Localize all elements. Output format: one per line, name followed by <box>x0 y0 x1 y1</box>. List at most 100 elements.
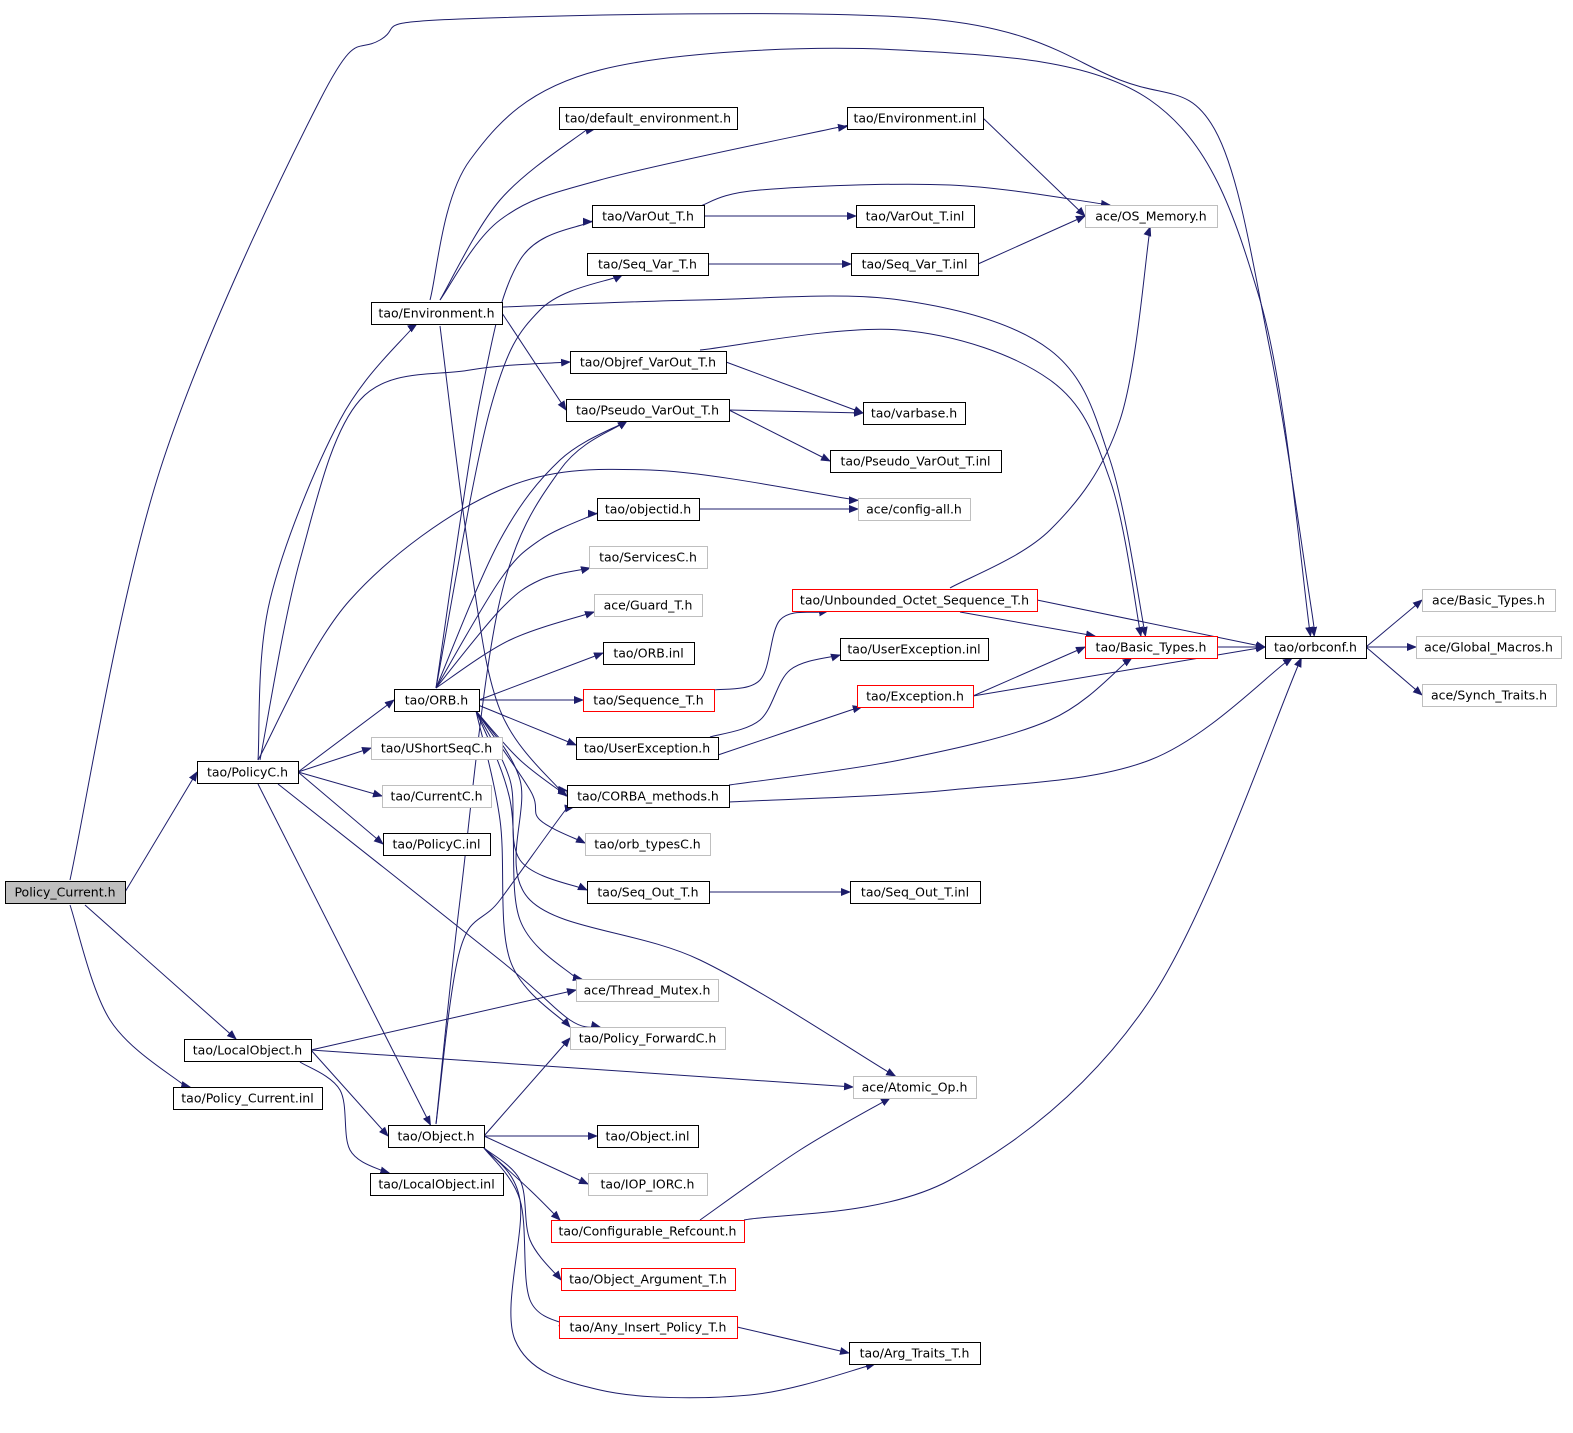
node-box <box>184 1039 312 1062</box>
node-userexception_h[interactable]: tao/UserException.h <box>576 737 719 760</box>
edge-corba_methods_h-to-basic_types_tao_h <box>728 653 1137 786</box>
node-orbconf_h[interactable]: tao/orbconf.h <box>1265 636 1367 659</box>
node-label: tao/Exception.h <box>866 689 964 704</box>
edge-orb_h-to-orb_inl <box>478 652 604 701</box>
node-sequence_t_h[interactable]: tao/Sequence_T.h <box>583 689 715 712</box>
node-config_all_h[interactable]: ace/config-all.h <box>858 498 971 521</box>
node-pseudo_varout_t_h[interactable]: tao/Pseudo_VarOut_T.h <box>566 399 730 422</box>
node-policy_current_inl[interactable]: tao/Policy_Current.inl <box>173 1087 323 1110</box>
node-corba_methods_h[interactable]: tao/CORBA_methods.h <box>567 785 730 808</box>
edge-userexception_h-to-userexception_inl <box>709 653 841 738</box>
node-box <box>592 205 705 228</box>
node-userexception_inl[interactable]: tao/UserException.inl <box>840 638 989 661</box>
node-box <box>173 1087 323 1110</box>
node-orb_typesc_h[interactable]: tao/orb_typesC.h <box>585 833 711 856</box>
node-unbounded_octet_sequence_t_h[interactable]: tao/Unbounded_Octet_Sequence_T.h <box>792 589 1038 612</box>
node-box <box>551 1220 745 1243</box>
node-seq_out_t_inl[interactable]: tao/Seq_Out_T.inl <box>850 881 981 904</box>
edge-orb_h-to-objectid_h <box>435 509 601 689</box>
node-orb_inl[interactable]: tao/ORB.inl <box>603 642 695 665</box>
node-policy_forwardc_h[interactable]: tao/Policy_ForwardC.h <box>570 1027 726 1050</box>
node-any_insert_policy_t_h[interactable]: tao/Any_Insert_Policy_T.h <box>559 1316 738 1339</box>
edge-orbconf_h-to-synch_traits_h <box>1365 646 1423 696</box>
node-box <box>588 1173 708 1196</box>
node-iop_iorc_h[interactable]: tao/IOP_IORC.h <box>588 1173 708 1196</box>
node-box <box>1422 589 1556 612</box>
edge-policyc_h-to-policyc_inl <box>297 771 384 845</box>
node-localobject_h[interactable]: tao/LocalObject.h <box>184 1039 312 1062</box>
edge-policy_current_h-to-policy_current_inl <box>69 904 193 1092</box>
node-box <box>1085 636 1218 659</box>
node-basic_types_ace_h[interactable]: ace/Basic_Types.h <box>1422 589 1556 612</box>
node-varout_t_inl[interactable]: tao/VarOut_T.inl <box>856 205 975 228</box>
node-box <box>792 589 1038 612</box>
nodes-layer: Policy_Current.h tao/PolicyC.h tao/LocalOb… <box>5 107 1562 1365</box>
node-box <box>853 1076 977 1099</box>
node-configurable_refcount_h[interactable]: tao/Configurable_Refcount.h <box>551 1220 745 1243</box>
node-label: tao/ServicesC.h <box>599 550 697 565</box>
node-varout_t_h[interactable]: tao/VarOut_T.h <box>592 205 705 228</box>
node-thread_mutex_h[interactable]: ace/Thread_Mutex.h <box>576 979 719 1002</box>
node-varbase_h[interactable]: tao/varbase.h <box>863 402 966 425</box>
node-ushortseqc_h[interactable]: tao/UShortSeqC.h <box>371 737 503 760</box>
node-objref_varout_t_h[interactable]: tao/Objref_VarOut_T.h <box>570 351 727 374</box>
node-box <box>576 979 719 1002</box>
edge-policy_current_h-to-policyc_h <box>124 771 198 893</box>
node-box <box>863 402 966 425</box>
edge-environment_h-to-basic_types_tao_h <box>501 295 1148 637</box>
edge-orb_h-to-varout_t_h <box>435 217 597 689</box>
node-label: tao/Objref_VarOut_T.h <box>580 355 716 370</box>
node-label: ace/Global_Macros.h <box>1424 640 1553 655</box>
node-environment_inl[interactable]: tao/Environment.inl <box>847 107 984 130</box>
node-box <box>851 253 979 276</box>
node-seq_var_t_h[interactable]: tao/Seq_Var_T.h <box>587 253 709 276</box>
edge-exception_h-to-basic_types_tao_h <box>972 646 1086 697</box>
node-seq_out_t_h[interactable]: tao/Seq_Out_T.h <box>587 881 710 904</box>
edge-sequence_t_h-to-unbounded_octet_sequence_t_h <box>713 608 829 691</box>
edge-localobject_h-to-localobject_inl <box>299 1061 391 1175</box>
edge-object_h-to-object_argument_t_h <box>483 1147 562 1281</box>
edge-environment_inl-to-os_memory_h <box>982 117 1086 217</box>
node-currentc_h[interactable]: tao/CurrentC.h <box>382 785 492 808</box>
edge-policyc_h-to-objref_varout_t_h <box>259 358 571 761</box>
node-label: Policy_Current.h <box>14 885 115 900</box>
node-box <box>583 689 715 712</box>
node-box <box>559 1316 738 1339</box>
node-object_h[interactable]: tao/Object.h <box>388 1125 485 1148</box>
edges-layer <box>69 13 1423 1399</box>
edge-configurable_refcount_h-to-orbconf_h <box>743 657 1302 1221</box>
node-label: ace/Thread_Mutex.h <box>584 983 711 998</box>
node-pseudo_varout_t_inl[interactable]: tao/Pseudo_VarOut_T.inl <box>830 450 1002 473</box>
node-global_macros_h[interactable]: ace/Global_Macros.h <box>1416 636 1562 659</box>
node-synch_traits_h[interactable]: ace/Synch_Traits.h <box>1422 684 1557 707</box>
edge-policy_current_h-to-localobject_h <box>84 904 237 1040</box>
node-box <box>5 881 126 904</box>
node-box <box>567 785 730 808</box>
node-object_inl[interactable]: tao/Object.inl <box>597 1125 699 1148</box>
node-policyc_inl[interactable]: tao/PolicyC.inl <box>383 833 491 856</box>
node-objectid_h[interactable]: tao/objectid.h <box>597 498 700 521</box>
node-box <box>570 1027 726 1050</box>
node-servicesc_h[interactable]: tao/ServicesC.h <box>589 546 708 569</box>
node-guard_t_h[interactable]: ace/Guard_T.h <box>594 594 703 617</box>
node-localobject_inl[interactable]: tao/LocalObject.inl <box>370 1173 504 1196</box>
node-policyc_h[interactable]: tao/PolicyC.h <box>197 761 299 784</box>
node-arg_traits_t_h[interactable]: tao/Arg_Traits_T.h <box>849 1342 981 1365</box>
node-object_argument_t_h[interactable]: tao/Object_Argument_T.h <box>561 1268 736 1291</box>
edge-object_h-to-iop_iorc_h <box>483 1135 589 1185</box>
node-seq_var_t_inl[interactable]: tao/Seq_Var_T.inl <box>851 253 979 276</box>
node-basic_types_tao_h[interactable]: tao/Basic_Types.h <box>1085 636 1218 659</box>
node-label: tao/orb_typesC.h <box>594 837 700 852</box>
node-box <box>1416 636 1562 659</box>
node-policy_current_h[interactable]: Policy_Current.h <box>5 881 126 904</box>
node-default_environment_h[interactable]: tao/default_environment.h <box>559 107 738 130</box>
node-exception_h[interactable]: tao/Exception.h <box>857 685 974 708</box>
node-label: tao/default_environment.h <box>565 111 731 126</box>
edge-objref_varout_t_h-to-basic_types_tao_h <box>699 328 1144 637</box>
node-label: tao/Object.h <box>397 1129 474 1144</box>
node-environment_h[interactable]: tao/Environment.h <box>371 302 503 325</box>
node-atomic_op_h[interactable]: ace/Atomic_Op.h <box>853 1076 977 1099</box>
node-label: tao/Environment.inl <box>853 111 976 126</box>
node-os_memory_h[interactable]: ace/OS_Memory.h <box>1085 205 1218 228</box>
node-orb_h[interactable]: tao/ORB.h <box>394 689 480 712</box>
